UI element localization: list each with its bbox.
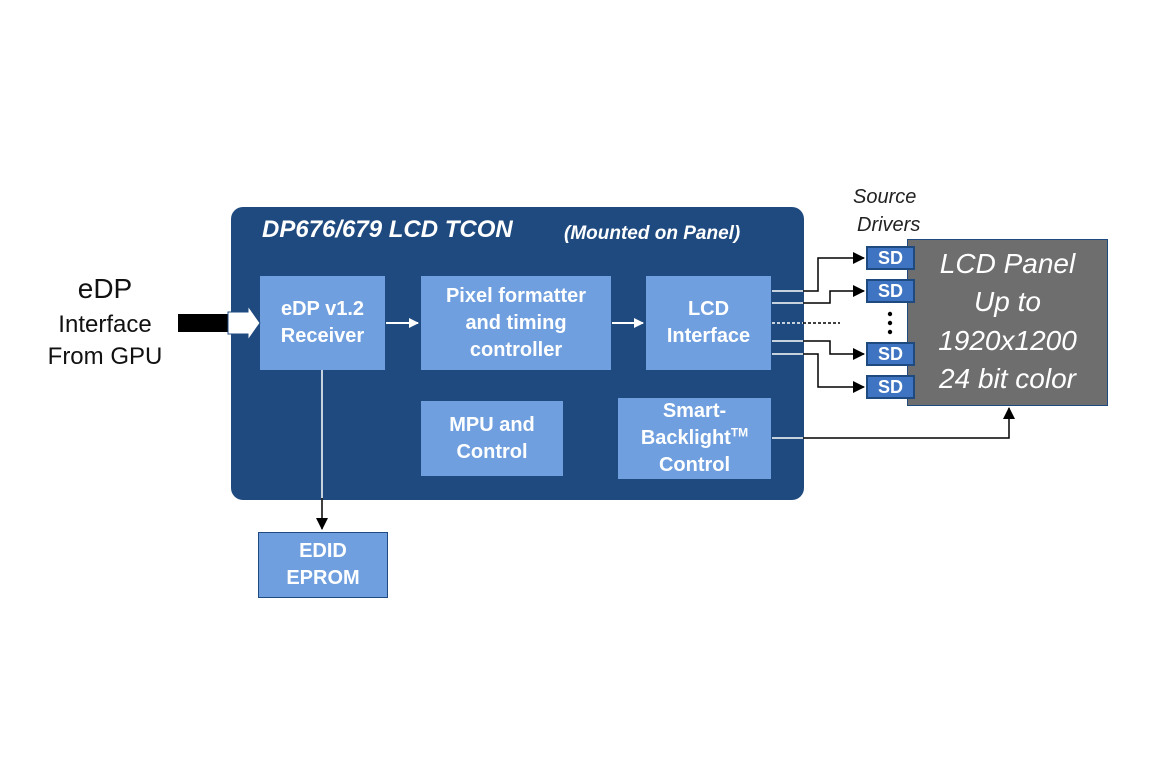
backlight-line-1: Smart-	[662, 400, 727, 422]
lcd-if-line-2: Interface	[666, 325, 751, 347]
panel-line-2: Up to	[974, 286, 1041, 317]
edid-line-1: EDID	[299, 540, 347, 562]
panel-line-3: 1920x1200	[938, 325, 1077, 356]
pixel-line-3: controller	[469, 338, 563, 361]
backlight-to-panel-arrow	[803, 407, 1015, 439]
edp-receiver-block: eDP v1.2 Receiver	[260, 276, 385, 370]
lcd-panel	[907, 239, 1108, 406]
ellipsis-dots	[887, 311, 893, 335]
smart-backlight-block: Smart- BacklightTM Control	[618, 398, 771, 479]
pixel-line-1: Pixel formatter	[445, 284, 587, 307]
receiver-line-2: Receiver	[280, 325, 365, 347]
pixel-line-2: and timing	[465, 311, 567, 334]
source-driver-4: SD	[866, 375, 915, 399]
backlight-line-inside	[772, 406, 1010, 439]
source-drivers-label-1: Source	[853, 186, 917, 208]
mpu-line-1: MPU and	[449, 413, 535, 436]
pixel-formatter-block: Pixel formatter and timing controller	[421, 276, 611, 370]
edid-eprom-block: EDID EPROM	[258, 532, 388, 598]
backlight-word: Backlight	[640, 427, 731, 449]
source-driver-1: SD	[866, 246, 915, 270]
source-driver-3: SD	[866, 342, 915, 366]
lcd-interface-outputs	[772, 252, 865, 393]
source-driver-2: SD	[866, 279, 915, 303]
edid-line-2: EPROM	[286, 567, 360, 589]
panel-line-1: LCD Panel	[939, 248, 1076, 279]
tcon-title: DP676/679 LCD TCON	[262, 216, 513, 243]
edp-input-arrow	[178, 304, 261, 342]
backlight-line-3: Control	[658, 454, 731, 476]
trademark-mark: TM	[730, 425, 749, 440]
input-label-interface: Interface	[58, 311, 152, 338]
lcd-if-line-1: LCD	[687, 298, 730, 320]
lcd-interface-block: LCD Interface	[646, 276, 771, 370]
receiver-line-1: eDP v1.2	[280, 298, 365, 320]
backlight-line-2: BacklightTM	[641, 425, 748, 452]
mpu-control-block: MPU and Control	[421, 401, 563, 476]
panel-line-4: 24 bit color	[939, 363, 1076, 394]
input-label-edp: eDP	[77, 273, 133, 304]
tcon-subtitle: (Mounted on Panel)	[564, 223, 741, 244]
mpu-line-2: Control	[456, 440, 528, 463]
source-drivers-label-2: Drivers	[857, 214, 921, 236]
input-label-from-gpu: From GPU	[47, 343, 163, 370]
